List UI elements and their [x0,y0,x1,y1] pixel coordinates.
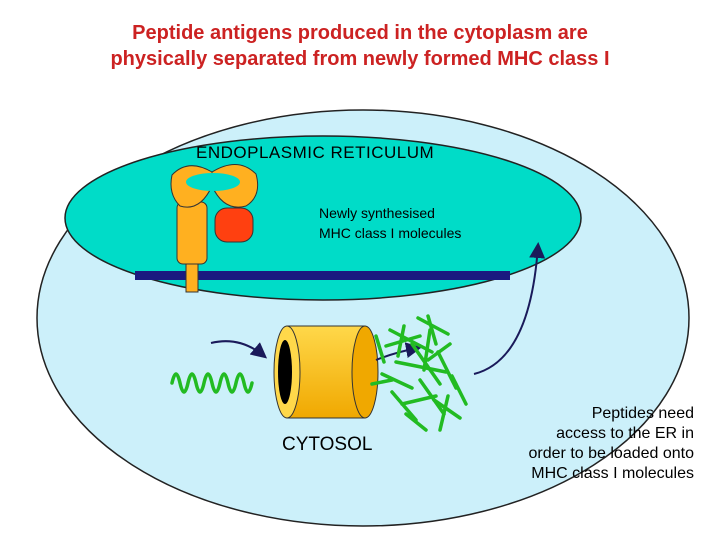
mhc-label-line-1: Newly synthesised [319,205,435,221]
cytosolic-protein [170,372,254,394]
er-membrane [135,271,510,280]
mhc-heavy-chain [176,201,208,265]
note-line-2: access to the ER in [556,425,694,442]
title-line-2: physically separated from newly formed M… [110,48,610,70]
arrow-to-proteasome [210,340,268,359]
peptide-fragments [370,314,468,432]
note-line-1: Peptides need [591,405,694,422]
mhc-class-i-molecule [170,164,259,293]
mhc-label-line-2: MHC class I molecules [319,225,462,241]
slide-title: Peptide antigens produced in the cytopla… [0,20,720,72]
cytosol-label: CYTOSOL [282,434,373,455]
er-label: ENDOPLASMIC RETICULUM [196,143,435,162]
arrow-peptides-to-er [473,242,546,375]
mhc-label: Newly synthesised MHC class I molecules [319,203,461,243]
title-line-1: Peptide antigens produced in the cytopla… [132,22,588,44]
note-line-3: order to be loaded onto [528,445,694,462]
beta2-microglobulin [214,207,254,243]
peptide-access-note: Peptides need access to the ER in order … [470,404,694,484]
proteasome [273,325,379,419]
note-line-4: MHC class I molecules [531,465,694,482]
peptide-binding-groove [186,173,240,191]
